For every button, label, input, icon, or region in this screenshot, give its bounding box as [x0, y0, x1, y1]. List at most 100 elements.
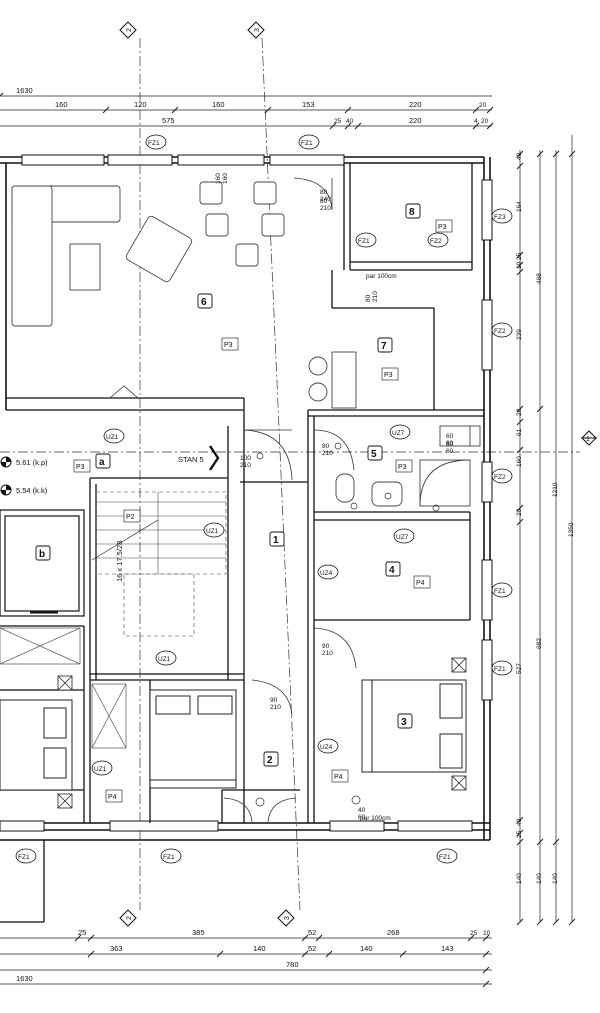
right-dim-c4: 1350 — [568, 522, 575, 537]
light-fixture-icons — [255, 442, 440, 807]
right-dimension-lines — [516, 135, 576, 926]
top-dim-1: 160 — [55, 100, 68, 109]
bottom-dim-3: 52 — [308, 928, 316, 937]
room-6: 6 — [201, 297, 207, 308]
right-dim-6: 20 — [516, 408, 523, 416]
right-dim-c3-2: 140 — [552, 873, 559, 884]
finish-p3-hall: P3 — [76, 464, 85, 471]
right-dim-5: 239 — [516, 329, 523, 340]
finish-p4-left: P4 — [108, 794, 117, 801]
tag-uz7-a: UZ7 — [392, 430, 405, 437]
finish-p2-stair: P2 — [126, 514, 135, 521]
tag-fz1-bottom-c: FZ1 — [439, 854, 451, 861]
right-dim-7: 61 — [516, 428, 523, 436]
top-dim-4: 153 — [302, 100, 315, 109]
tag-uz1-a: UZ1 — [106, 434, 119, 441]
top-dim-6: 20 — [479, 102, 487, 109]
axis-label-2-top: 2 — [126, 28, 133, 32]
top-dim-r2-1: 575 — [162, 116, 175, 125]
room-4: 4 — [389, 565, 395, 576]
top-dim-r2-4: 220 — [409, 116, 422, 125]
finish-tag-boxes — [73, 219, 453, 803]
bottom-dimension-lines — [0, 934, 492, 988]
tag-uz4-a: UZ4 — [320, 570, 333, 577]
bottom-dim-1: 25 — [78, 928, 86, 937]
top-dim-3: 160 — [212, 100, 225, 109]
right-dim-11: 40 — [516, 818, 523, 826]
bottom-dim-5: 25 — [470, 930, 478, 937]
tag-uz4-b: UZ4 — [320, 744, 333, 751]
axis-label-2-bottom: 2 — [126, 916, 133, 920]
bottom-dim-r2-1: 363 — [110, 944, 123, 953]
kitchen-fixtures — [308, 351, 357, 409]
level-kp: 5.61 (k.p) — [16, 458, 48, 467]
tag-fz3-right: FZ3 — [494, 214, 506, 221]
top-dimension-lines — [0, 92, 494, 130]
tag-fz1-bottom-b: FZ1 — [163, 854, 175, 861]
room-7: 7 — [381, 341, 387, 352]
bottom-dim-r2-5: 143 — [441, 944, 454, 953]
entry-arrow-icon — [209, 445, 220, 471]
tag-fz1-right-b: FZ1 — [494, 666, 506, 673]
windows — [0, 154, 493, 832]
bottom-dim-r2-3: 52 — [308, 944, 316, 953]
top-dim-r2-2: 25 — [334, 118, 342, 125]
wall-tag-circles — [15, 134, 513, 864]
right-dim-4: 10 — [516, 261, 523, 269]
right-dim-3: 25 — [516, 252, 523, 260]
top-dim-2: 120 — [134, 100, 147, 109]
tag-fz1-top-a: FZ1 — [148, 140, 160, 147]
bottom-dim-6: 10 — [483, 930, 491, 937]
finish-p3-bath: P3 — [398, 464, 407, 471]
axis-label-1-right: 1 — [586, 436, 590, 443]
bottom-dim-r2-2: 140 — [253, 944, 266, 953]
room-1: 1 — [273, 535, 279, 546]
top-dim-r2-3: 40 — [346, 118, 354, 125]
right-dim-9: 20 — [516, 508, 523, 516]
door-par-100-b: par 100cm — [360, 815, 391, 822]
bottom-dim-r2-4: 140 — [360, 944, 373, 953]
tag-fz1-right-a: FZ1 — [494, 588, 506, 595]
beds — [0, 679, 467, 791]
door-80-210-kitchen: 80210 — [365, 291, 379, 302]
axis-markers — [119, 21, 598, 927]
tag-fz1-top-b: FZ1 — [301, 140, 313, 147]
tag-uz1-b: UZ1 — [206, 528, 219, 535]
staircase — [91, 491, 227, 637]
finish-p3-kitchen: P3 — [384, 372, 393, 379]
bottom-dim-r3: 780 — [286, 960, 299, 969]
door-swings — [109, 177, 357, 823]
living-furniture — [11, 181, 285, 327]
bottom-dim-4: 268 — [387, 928, 400, 937]
level-kk: 5.54 (k.k) — [16, 486, 48, 495]
tag-uz1-c: UZ1 — [158, 656, 171, 663]
top-dim-r2-5: 4 — [474, 118, 478, 125]
axis-label-3-top: 3 — [254, 28, 261, 32]
top-dim-5: 220 — [409, 100, 422, 109]
right-dim-c3: 1210 — [552, 482, 559, 497]
right-dim-8: 160 — [516, 456, 523, 467]
finish-p3-room8: P3 — [438, 224, 447, 231]
tag-uz1-d: UZ1 — [94, 766, 107, 773]
room-a: a — [99, 457, 105, 468]
stair-spec: 16 x 17.5/28 — [115, 541, 124, 582]
bottom-dim-2: 385 — [192, 928, 205, 937]
right-dim-2: 164 — [516, 201, 523, 212]
room-2: 2 — [267, 755, 273, 766]
door-par-100: par 100cm — [366, 273, 397, 280]
right-dim-c2-2: 682 — [536, 638, 543, 649]
tag-fz2-room8: FZ2 — [430, 238, 442, 245]
finish-p4-room3: P4 — [334, 774, 343, 781]
right-dim-13: 140 — [516, 873, 523, 884]
top-dim-r2-6: 20 — [481, 118, 489, 125]
level-marker-icons — [0, 456, 12, 496]
